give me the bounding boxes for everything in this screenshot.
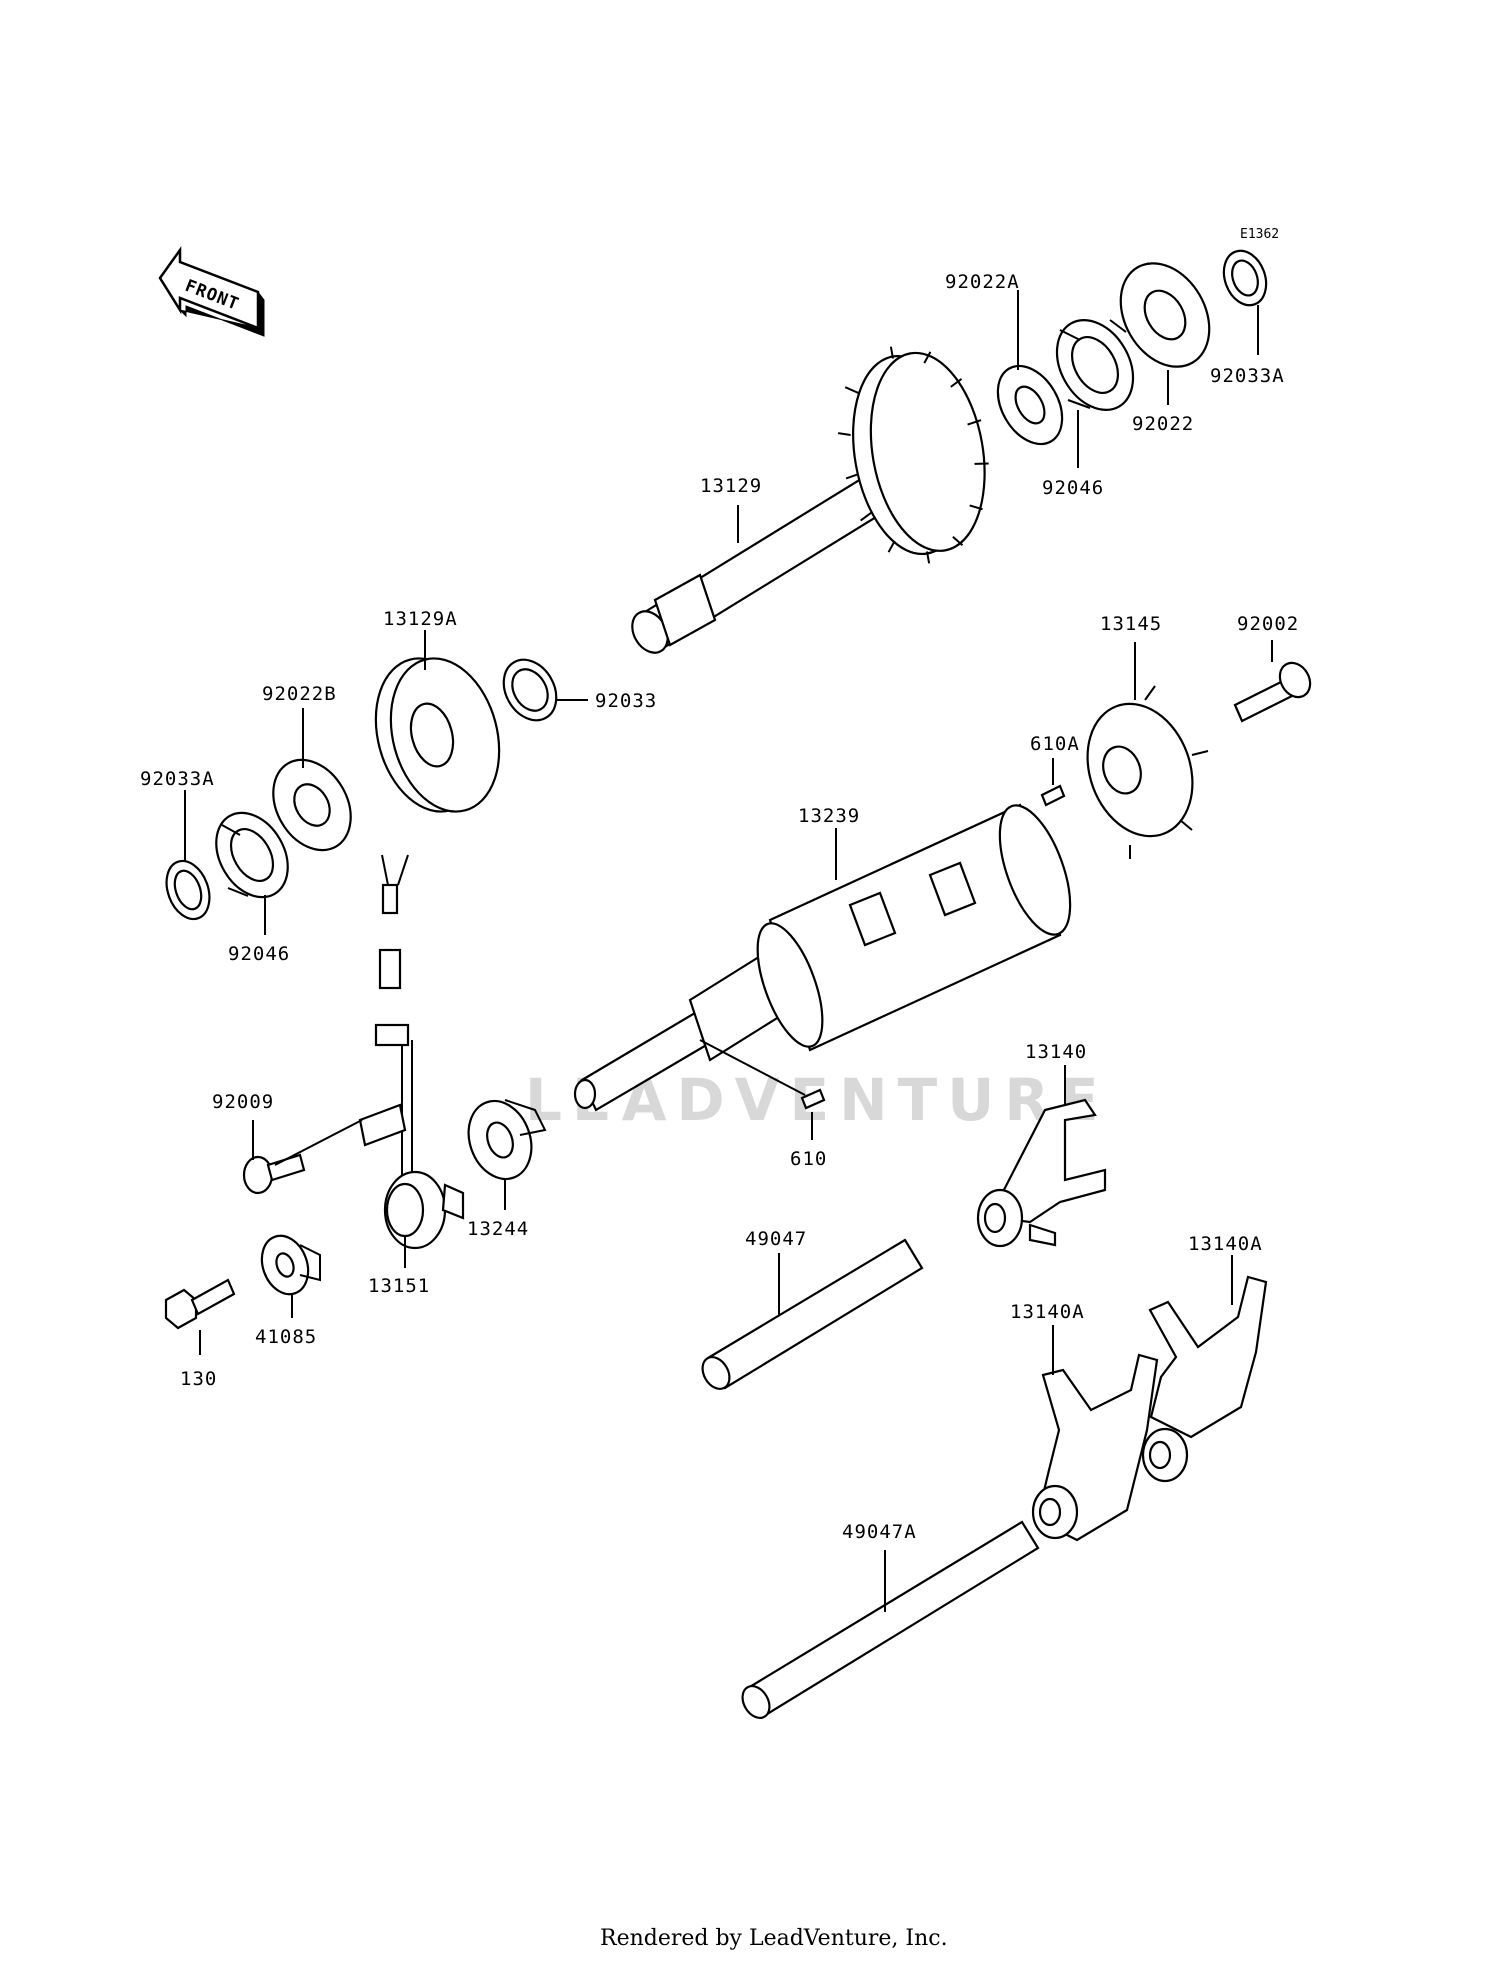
label-13145: 13145	[1100, 613, 1162, 635]
shift-shaft-13151-part	[358, 854, 465, 1250]
washer-92022-part	[1119, 262, 1211, 368]
label-41085: 41085	[255, 1326, 317, 1348]
shift-fork-13140-part	[976, 1098, 1107, 1248]
bolt-92009-part	[242, 1153, 306, 1195]
shift-fork-13140A-right-part	[1141, 1275, 1268, 1483]
label-92022A: 92022A	[945, 271, 1020, 293]
bolt-92002-part	[1233, 661, 1312, 723]
shift-drum-13239-part	[573, 803, 1072, 1112]
circlip-92033A-left-part	[165, 859, 211, 921]
label-13239: 13239	[798, 805, 860, 827]
shift-fork-13140A-left-part	[1031, 1353, 1159, 1542]
label-92033A-left: 92033A	[140, 768, 215, 790]
label-92022B: 92022B	[262, 683, 337, 705]
label-92046-left: 92046	[228, 943, 290, 965]
leader-92009-ref	[274, 1119, 363, 1166]
needle-bearing-92046-top-part	[1055, 318, 1135, 412]
label-92046-top: 92046	[1042, 477, 1104, 499]
front-arrow-icon: FRONT	[158, 246, 265, 337]
label-92002: 92002	[1237, 613, 1299, 635]
label-13140A-left: 13140A	[1010, 1301, 1085, 1323]
label-13129A: 13129A	[383, 608, 458, 630]
footer-text: Rendered by LeadVenture, Inc.	[600, 1926, 948, 1951]
leader-610-shaft	[699, 1039, 806, 1096]
label-92022: 92022	[1132, 413, 1194, 435]
label-13151: 13151	[368, 1275, 430, 1297]
cam-13244-part	[467, 1099, 547, 1181]
shaft-13129-part	[631, 346, 989, 654]
label-92009: 92009	[212, 1091, 274, 1113]
label-49047A: 49047A	[842, 1521, 917, 1543]
label-13140: 13140	[1025, 1041, 1087, 1063]
fork-rod-49047A-part	[741, 1520, 1040, 1719]
label-49047: 49047	[745, 1228, 807, 1250]
gear-13129A-part	[374, 657, 501, 813]
diagram-code: E1362	[1240, 227, 1279, 242]
collar-41085-part	[260, 1234, 321, 1296]
label-610: 610	[790, 1148, 827, 1170]
label-92033A-top: 92033A	[1210, 365, 1285, 387]
fork-rod-49047-part	[701, 1238, 924, 1390]
washer-92022B-part	[272, 758, 352, 852]
label-13244: 13244	[467, 1218, 529, 1240]
label-130: 130	[180, 1368, 217, 1390]
label-92033: 92033	[595, 690, 657, 712]
label-13140A-right: 13140A	[1188, 1233, 1263, 1255]
pin-610A-part	[1040, 784, 1066, 807]
pin-610-part	[800, 1088, 826, 1110]
needle-bearing-92046-left-part	[215, 811, 289, 899]
label-610A: 610A	[1030, 733, 1080, 755]
label-13129: 13129	[700, 475, 762, 497]
bolt-130-part	[164, 1278, 236, 1330]
circlip-92033A-top-part	[1222, 249, 1268, 307]
circlip-92033-part	[502, 658, 558, 722]
washer-92022A-part	[996, 364, 1064, 446]
drum-star-13145-part	[1086, 685, 1209, 859]
